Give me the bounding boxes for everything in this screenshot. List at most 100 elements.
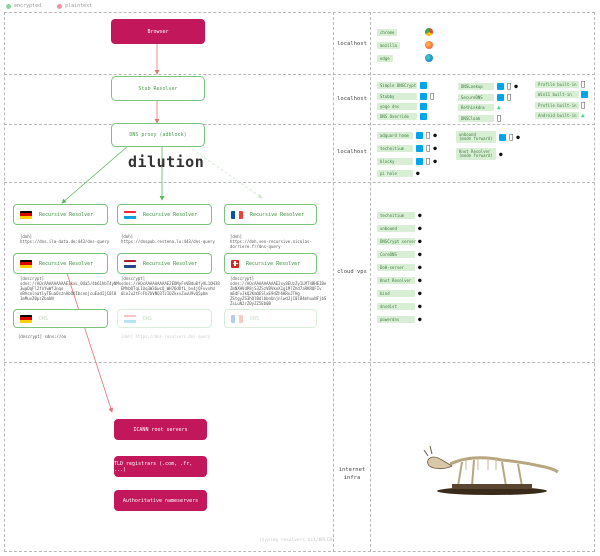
linux-icon: ● bbox=[418, 225, 422, 232]
layer-label-proxy: localhost bbox=[337, 149, 367, 155]
linux-icon: ● bbox=[499, 150, 503, 158]
column-divider-left bbox=[333, 12, 334, 552]
germany-flag-icon bbox=[20, 259, 32, 268]
linux-icon: ● bbox=[418, 264, 422, 271]
stub-tag: DNSLookup bbox=[458, 82, 494, 90]
linux-icon: ● bbox=[418, 303, 422, 310]
linux-icon: ● bbox=[433, 132, 437, 139]
resolver-note-fr: [doh] https://doh.ven-recursive.nicolas-… bbox=[230, 234, 312, 249]
resolver-label: DNS bbox=[250, 315, 260, 322]
layer-label-internet: internet infra bbox=[338, 467, 366, 481]
apple-icon:  bbox=[430, 92, 434, 100]
row-divider-2 bbox=[4, 124, 595, 125]
proxy-tag: technitium bbox=[377, 144, 413, 152]
windows-icon bbox=[416, 144, 423, 152]
windows-icon bbox=[420, 92, 427, 100]
resolver-label: Recursive Resolver bbox=[39, 260, 94, 267]
tld-registrars-box: TLD registrars (.com, .fr, ...) bbox=[114, 456, 207, 477]
chrome-icon bbox=[425, 28, 433, 36]
apple-icon:  bbox=[581, 80, 585, 88]
windows-icon bbox=[497, 82, 504, 90]
luxembourg-flag-icon bbox=[124, 314, 136, 323]
linux-icon: ● bbox=[416, 167, 420, 177]
dilution-title: dilution bbox=[128, 153, 205, 171]
resolver-note-de: [doh] https://dns.ila-data.de:443/dns-qu… bbox=[20, 234, 110, 244]
windows-icon bbox=[420, 103, 427, 110]
stub-list-col3: Profile built-in  Win11 built-in Profil… bbox=[535, 80, 593, 119]
proxy-list-col2: unbound (mode forward)  ● Knot Resolver… bbox=[456, 131, 532, 160]
edge-icon bbox=[425, 54, 433, 62]
triceratops-skeleton-illustration bbox=[423, 445, 559, 495]
layer-label-stub: localhost bbox=[337, 96, 367, 102]
windows-icon bbox=[420, 113, 427, 120]
proxy-tag: Knot Resolver (mode forward) bbox=[456, 148, 496, 160]
recursive-resolver-ch: Recursive Resolver bbox=[224, 253, 317, 274]
resolver-note-lu: [doh] https://dnspub.restena.lu:443/dns-… bbox=[121, 234, 215, 244]
apple-icon:  bbox=[509, 133, 513, 141]
vps-tag: bind bbox=[377, 290, 415, 297]
apple-icon:  bbox=[507, 93, 511, 101]
row-divider-3 bbox=[4, 182, 595, 183]
linux-icon: ● bbox=[418, 290, 422, 297]
proxy-tag: blocky bbox=[377, 157, 413, 165]
arrow-proxy-to-de bbox=[61, 145, 129, 204]
stub-list-col1: Simple DNSCrypt Stubby  yogo dns DNS Ov… bbox=[377, 82, 440, 120]
linux-icon: ● bbox=[418, 251, 422, 258]
vps-tag: DoH-server bbox=[377, 264, 415, 271]
android-icon: ▲ bbox=[497, 102, 501, 111]
stub-tag: DNS Override bbox=[377, 113, 417, 120]
vps-tag: Knot Resolver bbox=[377, 277, 415, 284]
vps-tag: powerdns bbox=[377, 316, 415, 323]
windows-icon bbox=[499, 133, 506, 141]
linux-icon: ● bbox=[516, 134, 520, 141]
stub-tag: Android built-in bbox=[535, 112, 579, 119]
linux-icon: ● bbox=[418, 238, 422, 245]
proxy-tag: unbound (mode forward) bbox=[456, 131, 496, 143]
stub-tag: Stubby bbox=[377, 92, 417, 100]
vps-tag: unbound bbox=[377, 225, 415, 232]
arrow-resolver-to-root bbox=[61, 257, 114, 413]
apple-icon:  bbox=[507, 82, 511, 90]
switzerland-flag-icon bbox=[231, 259, 239, 268]
stub-resolver-box: Stub Resolver bbox=[111, 76, 205, 101]
legend: encrypted plaintext bbox=[6, 3, 92, 9]
vps-tag: DNSCrypt server bbox=[377, 238, 416, 245]
encrypted-legend-dot bbox=[6, 3, 11, 9]
linux-icon: ● bbox=[418, 316, 422, 323]
apple-icon:  bbox=[426, 131, 430, 139]
linux-icon: ● bbox=[418, 212, 422, 219]
footer-credit: (typing resolvers kit/BPLCH) bbox=[259, 538, 335, 543]
stub-tag: Rethinkdns bbox=[458, 104, 494, 111]
resolver-label: DNS bbox=[143, 315, 153, 322]
stub-tag: Profile built-in bbox=[535, 101, 579, 109]
browser-tag-chrome: chrome bbox=[377, 28, 398, 36]
recursive-resolver-de-1: Recursive Resolver bbox=[13, 204, 108, 225]
vps-tag: CoreDNS bbox=[377, 251, 415, 258]
stub-tag: yogo dns bbox=[377, 103, 417, 110]
resolver-note-de-3: [dnscrypt] sdns://oo bbox=[18, 334, 67, 339]
android-icon: ▲ bbox=[581, 110, 585, 119]
legend-label-encrypted: encrypted bbox=[14, 3, 42, 9]
vps-list: technitium● unbound● DNSCrypt server● Co… bbox=[377, 212, 432, 323]
dns-proxy-box: DNS proxy (adblock) bbox=[111, 123, 205, 147]
germany-flag-icon bbox=[20, 314, 32, 323]
recursive-resolver-fr: Recursive Resolver bbox=[224, 204, 317, 225]
france-flag-icon bbox=[231, 314, 243, 323]
recursive-resolver-de-3: DNS bbox=[13, 309, 108, 328]
resolver-note-lu-faded: [doh] https://dns-resolvers.dns-query bbox=[121, 334, 211, 339]
firefox-icon bbox=[425, 41, 433, 49]
windows-icon bbox=[416, 131, 423, 139]
stub-tag: Win11 built-in bbox=[535, 91, 579, 98]
france-flag-icon bbox=[231, 210, 243, 219]
windows-icon bbox=[420, 82, 427, 89]
linux-icon: ● bbox=[433, 158, 437, 165]
arrow-proxy-to-fr bbox=[187, 145, 263, 199]
resolver-label: Recursive Resolver bbox=[39, 211, 94, 218]
proxy-tag: pi hole bbox=[377, 170, 413, 177]
row-divider-4 bbox=[4, 362, 595, 363]
linux-icon: ● bbox=[418, 277, 422, 284]
stub-tag: Profile built-in bbox=[535, 80, 579, 88]
icann-root-servers-box: ICANN root servers bbox=[114, 419, 207, 440]
resolver-label: Recursive Resolver bbox=[143, 260, 198, 267]
